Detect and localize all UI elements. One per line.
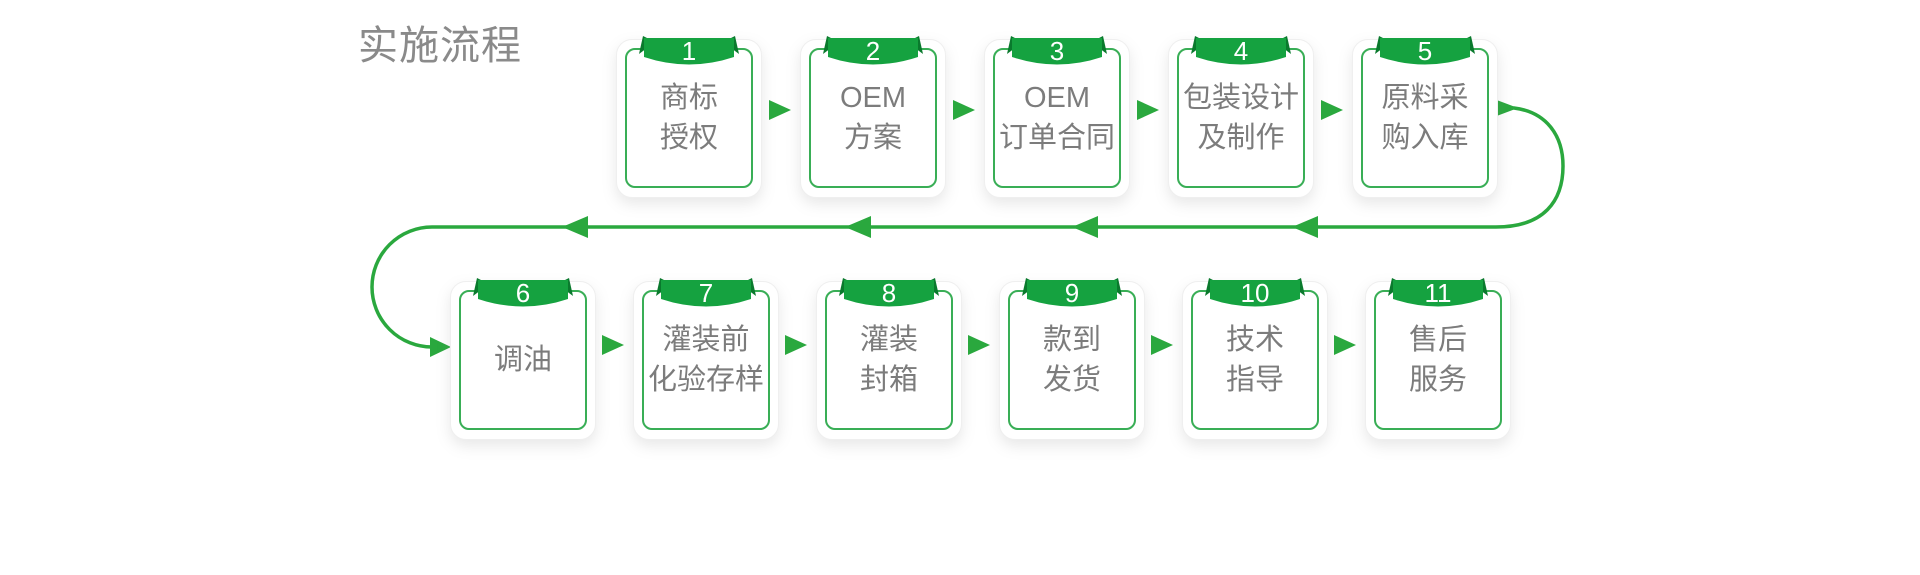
right-triangle-arrow-icon [769,100,791,120]
step-number: 8 [882,278,896,308]
right-triangle-arrow-icon [785,335,807,355]
right-triangle-arrow-icon [968,335,990,355]
step-number-ribbon-icon: 8 [839,278,939,308]
step-number-ribbon-icon: 1 [639,36,739,66]
flow-step-6: 调油 6 [450,278,596,440]
step-number: 2 [866,36,880,66]
step-number: 7 [699,278,713,308]
step-number: 1 [682,36,696,66]
step-label-line: OEM [839,82,907,114]
step-number-ribbon-icon: 2 [823,36,923,66]
connector-end-arrow-icon [430,337,451,357]
flow-step-3: OEM 订单合同 3 [984,36,1130,198]
connector-left-arrow-icon [845,216,871,238]
step-number-ribbon-icon: 4 [1191,36,1291,66]
step-label-line: 调油 [493,344,552,376]
step-number: 9 [1065,278,1079,308]
step-label: OEM 方案 [809,48,937,188]
step-number-ribbon-icon: 10 [1205,278,1305,308]
connector-left-arrow-icon [1072,216,1098,238]
step-label: 技术 指导 [1191,290,1319,430]
step-label-line: 授权 [659,122,718,154]
step-label: 原料采 购入库 [1361,48,1489,188]
connector-left-arrow-icon [1292,216,1318,238]
step-number-ribbon-icon: 6 [473,278,573,308]
step-label-line: 化验存样 [647,364,764,396]
step-label-line: 封箱 [859,364,918,396]
step-label-line: 服务 [1408,364,1467,396]
step-number: 3 [1050,36,1064,66]
flow-step-9: 款到 发货 9 [999,278,1145,440]
step-label-line: 商标 [659,82,718,114]
step-label-line: 灌装 [859,324,918,356]
step-number-ribbon-icon: 7 [656,278,756,308]
step-number-ribbon-icon: 5 [1375,36,1475,66]
right-triangle-arrow-icon [1137,100,1159,120]
flow-step-7: 灌装前 化验存样 7 [633,278,779,440]
step-label-line: OEM [1023,82,1091,114]
step-number: 4 [1234,36,1248,66]
step-number-ribbon-icon: 3 [1007,36,1107,66]
step-label-line: 售后 [1408,324,1467,356]
flow-step-8: 灌装 封箱 8 [816,278,962,440]
connector-left-arrow-icon [562,216,588,238]
step-number-ribbon-icon: 11 [1388,278,1488,308]
step-label-line: 方案 [843,122,902,154]
step-label-line: 原料采 [1381,82,1469,114]
flow-step-4: 包装设计 及制作 4 [1168,36,1314,198]
step-label-line: 购入库 [1381,122,1469,154]
right-triangle-arrow-icon [1151,335,1173,355]
flow-step-11: 售后 服务 11 [1365,278,1511,440]
flow-step-10: 技术 指导 10 [1182,278,1328,440]
step-label-line: 及制作 [1197,122,1285,154]
step-label-line: 发货 [1042,364,1101,396]
step-number: 6 [516,278,530,308]
step-number: 10 [1241,278,1270,308]
flow-step-5: 原料采 购入库 5 [1352,36,1498,198]
step-label-line: 订单合同 [998,122,1115,154]
flow-step-1: 商标 授权 1 [616,36,762,198]
page-title: 实施流程 [358,24,522,68]
step-label: OEM 订单合同 [993,48,1121,188]
right-triangle-arrow-icon [1321,100,1343,120]
step-number: 5 [1418,36,1432,66]
step-label-line: 指导 [1225,364,1284,396]
right-triangle-arrow-icon [1334,335,1356,355]
step-label-line: 灌装前 [662,324,750,356]
step-label: 灌装前 化验存样 [642,290,770,430]
step-label-line: 款到 [1042,324,1101,356]
step-number: 11 [1425,278,1452,308]
flow-step-2: OEM 方案 2 [800,36,946,198]
step-label-line: 技术 [1225,324,1284,356]
right-triangle-arrow-icon [602,335,624,355]
right-triangle-arrow-icon [953,100,975,120]
step-number-ribbon-icon: 9 [1022,278,1122,308]
step-label-line: 包装设计 [1182,82,1299,114]
